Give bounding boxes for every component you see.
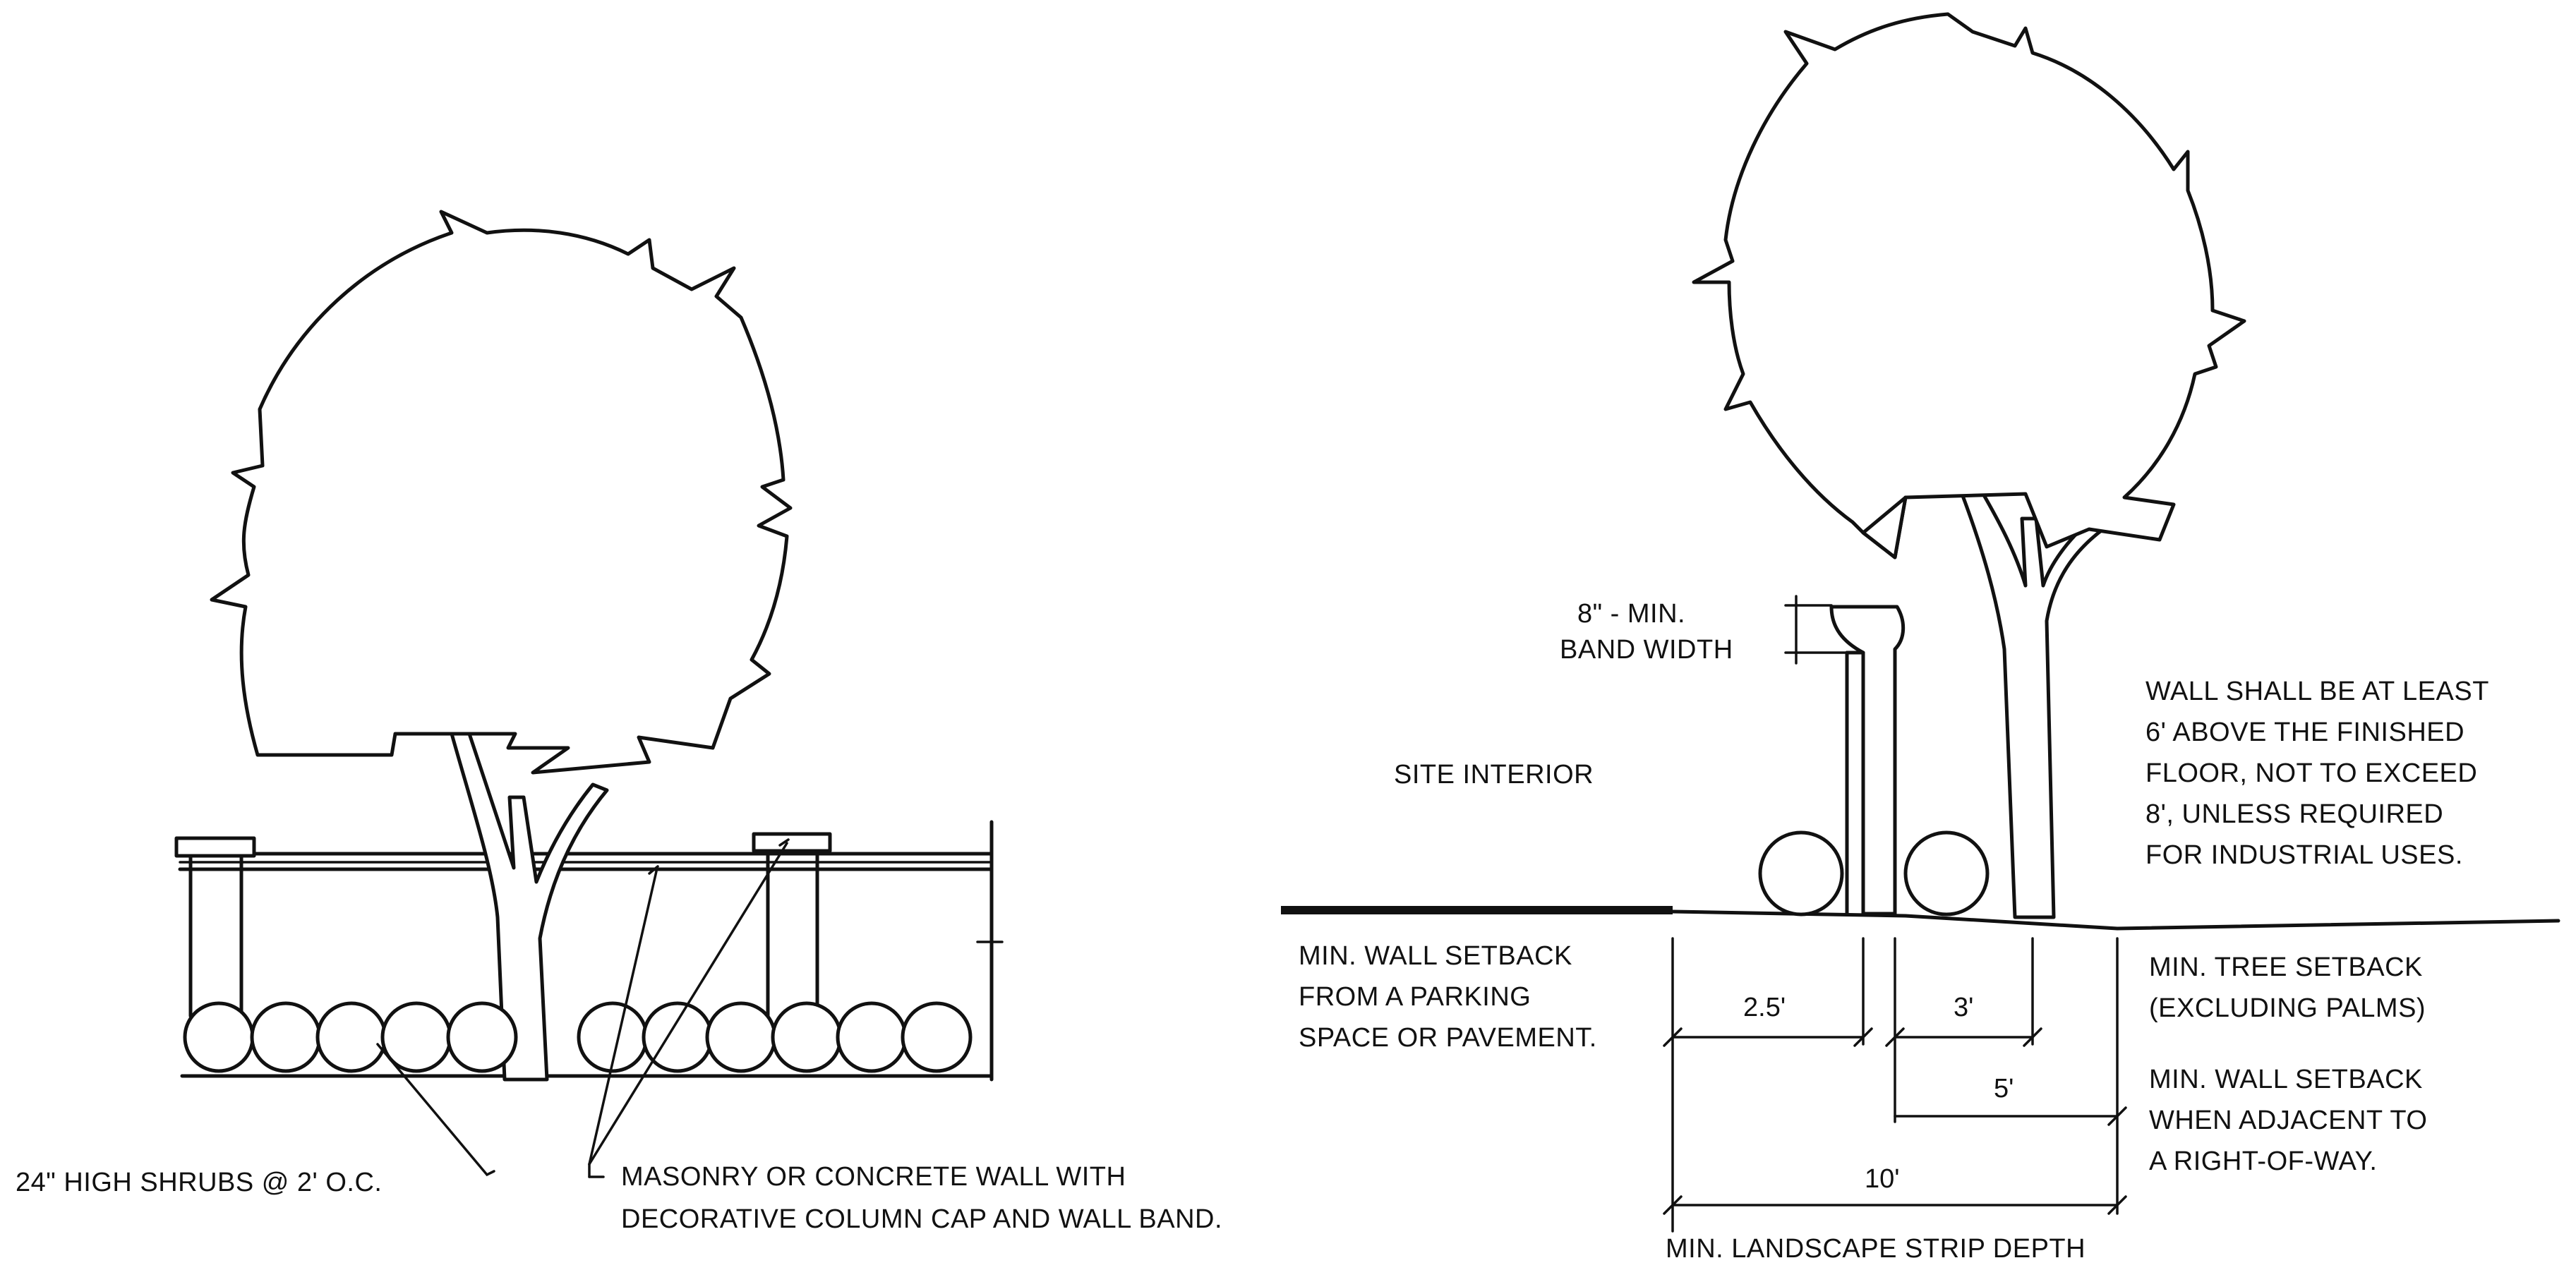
row-setback-line3: A RIGHT-OF-WAY. — [2149, 1147, 2378, 1176]
dimension-landscape-strip: 10' — [1865, 1164, 1900, 1194]
parking-setback-line1: MIN. WALL SETBACK — [1299, 941, 1572, 971]
left-elevation-detail: 24" HIGH SHRUBS @ 2' O.C. MASONRY OR CON… — [16, 210, 1222, 1234]
tree-setback-line1: MIN. TREE SETBACK — [2149, 953, 2423, 982]
parking-setback-note: MIN. WALL SETBACK FROM A PARKING SPACE O… — [1299, 941, 1597, 1053]
wall-band — [178, 820, 1004, 1082]
wall-height-note-line3: FLOOR, NOT TO EXCEED — [2145, 758, 2477, 788]
tree-canopy-left — [210, 210, 793, 775]
tree-setback-note: MIN. TREE SETBACK (EXCLUDING PALMS) — [2149, 953, 2426, 1023]
dimension-wall-setback-row: 5' — [1994, 1074, 2014, 1103]
band-width-label-line2: BAND WIDTH — [1560, 635, 1733, 665]
wall-height-note-line1: WALL SHALL BE AT LEAST — [2145, 677, 2489, 706]
setback-dimension-lines — [1663, 937, 2127, 1233]
wall-label-line1: MASONRY OR CONCRETE WALL WITH — [621, 1162, 1126, 1192]
dimension-tree-setback: 3' — [1954, 993, 1973, 1022]
site-interior-label: SITE INTERIOR — [1394, 760, 1594, 790]
shrubs-label: 24" HIGH SHRUBS @ 2' O.C. — [16, 1168, 383, 1197]
dimension-wall-setback-parking: 2.5' — [1743, 993, 1786, 1022]
leader-lines-left — [376, 838, 790, 1178]
wall-height-note-line5: FOR INDUSTRIAL USES. — [2145, 840, 2463, 870]
ground-line — [1281, 906, 2560, 931]
parking-setback-line2: FROM A PARKING — [1299, 982, 1531, 1012]
wall-column-left — [174, 836, 256, 1018]
row-setback-note: MIN. WALL SETBACK WHEN ADJACENT TO A RIG… — [2149, 1065, 2427, 1176]
strip-depth-label: MIN. LANDSCAPE STRIP DEPTH — [1666, 1234, 2086, 1264]
band-width-label-line1: 8" - MIN. — [1577, 599, 1685, 629]
shrub-interior — [1758, 830, 1844, 917]
tree-setback-line2: (EXCLUDING PALMS) — [2149, 993, 2426, 1023]
wall-label-line2: DECORATIVE COLUMN CAP AND WALL BAND. — [621, 1204, 1222, 1234]
row-setback-line1: MIN. WALL SETBACK — [2149, 1065, 2423, 1094]
tree-canopy-right — [1692, 12, 2246, 560]
wall-height-note-line4: 8', UNLESS REQUIRED — [2145, 799, 2443, 829]
shrub-exterior — [1903, 830, 1990, 917]
tree-trunk-left — [450, 732, 609, 1082]
wall-height-note: WALL SHALL BE AT LEAST 6' ABOVE THE FINI… — [2145, 677, 2489, 870]
wall-column-right — [752, 832, 832, 1018]
row-setback-line2: WHEN ADJACENT TO — [2149, 1106, 2427, 1135]
parking-setback-line3: SPACE OR PAVEMENT. — [1299, 1023, 1597, 1053]
wall-column-section — [1829, 605, 1906, 916]
shrub-row — [183, 1001, 973, 1073]
tree-trunk-right — [1960, 492, 2105, 919]
right-section-detail: 8" - MIN. BAND WIDTH SITE INTERIOR WALL … — [1281, 12, 2560, 1264]
band-width-dimension — [1784, 595, 1848, 665]
wall-height-note-line2: 6' ABOVE THE FINISHED — [2145, 718, 2464, 747]
